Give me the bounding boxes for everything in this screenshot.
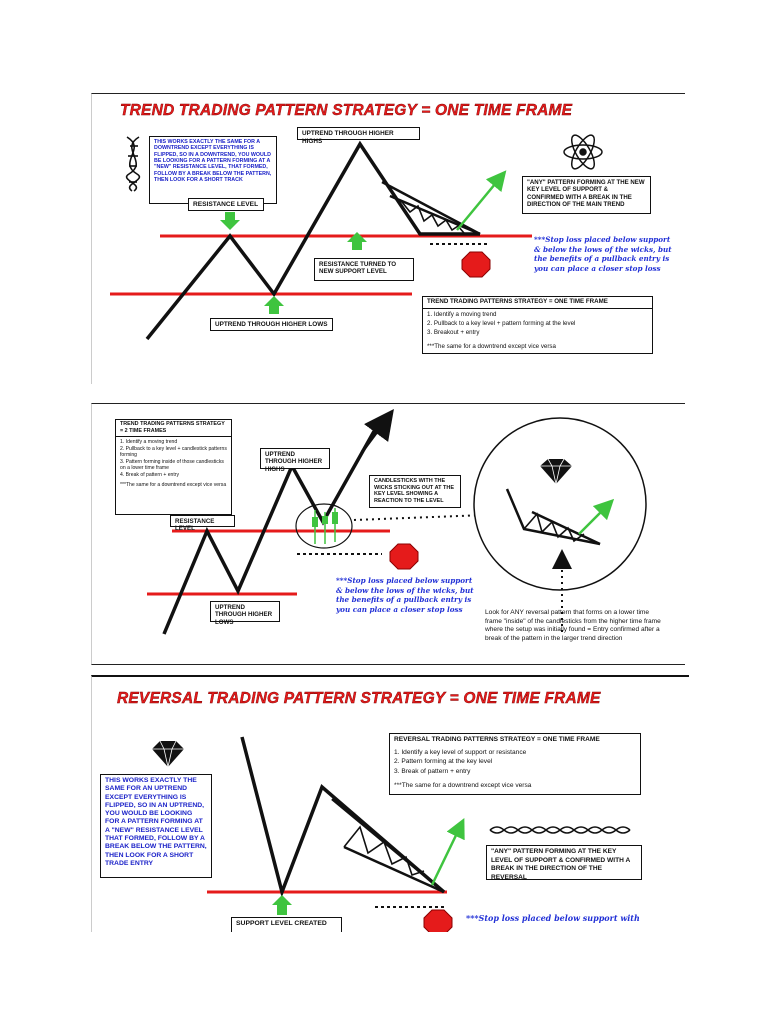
uptrend-higher-lows-label: UPTREND THROUGH HIGHER LOWS <box>210 318 333 331</box>
lower-timeframe-circle <box>473 417 647 591</box>
stop-sign-icon <box>461 251 491 278</box>
panel2-steps-note: ***The same for a downtrend except vice … <box>120 481 227 488</box>
panel1-step-3: 3. Breakout + entry <box>427 328 480 336</box>
panel2-step-4: 4. Break of pattern + entry <box>120 472 180 479</box>
panel2-step-3: 3. Pattern forming inside of those candl… <box>120 458 224 472</box>
p2-uptrend-higher-highs-label: UPTREND THROUGH HIGHER HIGHS <box>260 448 330 473</box>
panel3-steps-note: ***The same for a downtrend except vice … <box>394 782 532 790</box>
candlesticks <box>312 508 338 544</box>
panel2-diagram <box>147 408 647 635</box>
wedge-pattern <box>381 180 481 236</box>
p2-wedge-pattern <box>505 488 601 546</box>
reversal-one-timeframe-panel: REVERSAL TRADING PATTERN STRATEGY = ONE … <box>91 675 689 932</box>
p3-diamond-icon <box>152 740 184 768</box>
p3-green-arrow <box>272 895 292 915</box>
dna-strand-icon <box>489 826 631 834</box>
panel1-step-2: 2. Pullback to a key level + pattern for… <box>427 319 576 327</box>
diamond-icon <box>540 458 572 485</box>
panel1-steps-note: ***The same for a downtrend except vice … <box>427 342 556 350</box>
panel3-step-2: 2. Pattern forming at the key level <box>394 758 493 766</box>
panel1-steps-box: TREND TRADING PATTERNS STRATEGY = ONE TI… <box>422 296 653 354</box>
p2-stop-loss-note: ***Stop loss placed below support & belo… <box>336 576 474 615</box>
p2-breakout-arrow <box>578 498 615 535</box>
panel1-downtrend-note: THIS WORKS EXACTLY THE SAME FOR A DOWNTR… <box>149 136 277 204</box>
any-pattern-label: "ANY" PATTERN FORMING AT THE NEW KEY LEV… <box>522 176 651 214</box>
dna-icon <box>125 136 141 192</box>
trend-one-timeframe-panel: TREND TRADING PATTERN STRATEGY = ONE TIM… <box>91 93 685 384</box>
panel3-steps-box: REVERSAL TRADING PATTERNS STRATEGY = ONE… <box>389 733 641 795</box>
uptrend-higher-highs-label: UPTREND THROUGH HIGHER HIGHS <box>297 127 420 145</box>
panel3-uptrend-note: THIS WORKS EXACTLY THE SAME FOR AN UPTRE… <box>100 774 212 878</box>
candles-zoom-circle <box>295 503 353 549</box>
panel1-diagram <box>110 134 641 348</box>
p2-resistance-level-label: RESISTANCE LEVEL <box>170 515 235 532</box>
panel1-steps-title: TREND TRADING PATTERNS STRATEGY = ONE TI… <box>423 297 652 309</box>
p3-price-path <box>240 736 446 898</box>
p3-stop-sign-icon <box>423 909 453 932</box>
p2-up-arrow <box>360 408 394 453</box>
panel2-step-2: 2. Pullback to a key level + candlestick… <box>120 445 227 459</box>
breakout-arrow <box>456 170 507 231</box>
p3-wedge-pattern <box>331 798 445 894</box>
p3-stop-loss-note: ***Stop loss placed below support with <box>466 913 640 923</box>
panel2-steps-title: TREND TRADING PATTERNS STRATEGY = 2 TIME… <box>116 420 231 438</box>
p3-breakout-arrow <box>430 817 465 886</box>
panel1-step-1: 1. Identify a moving trend <box>427 310 497 318</box>
panel3-title: REVERSAL TRADING PATTERN STRATEGY = ONE … <box>117 690 601 707</box>
support-level-created-label: SUPPORT LEVEL CREATED <box>231 917 342 932</box>
stop-loss-note: ***Stop loss placed below support & belo… <box>534 235 672 274</box>
panel3-step-3: 3. Break of pattern + entry <box>394 767 471 775</box>
panel1-title: TREND TRADING PATTERN STRATEGY = ONE TIM… <box>120 102 573 119</box>
p2-uptrend-higher-lows-label: UPTREND THROUGH HIGHER LOWS <box>210 601 280 626</box>
p2-candles-note: CANDLESTICKS WITH THE WICKS STICKING OUT… <box>369 475 461 508</box>
resistance-level-label: RESISTANCE LEVEL <box>188 198 264 211</box>
green-arrows <box>220 212 367 314</box>
p2-lower-timeframe-note: Look for ANY reversal pattern that forms… <box>485 609 661 642</box>
panel2-steps-box: TREND TRADING PATTERNS STRATEGY = 2 TIME… <box>115 419 232 515</box>
panel3-steps-title: REVERSAL TRADING PATTERNS STRATEGY = ONE… <box>394 736 600 743</box>
price-path <box>145 140 480 341</box>
atom-icon <box>563 134 603 170</box>
panel2-step-1: 1. Identify a moving trend <box>120 439 178 446</box>
trend-two-timeframes-panel: TREND TRADING PATTERNS STRATEGY = 2 TIME… <box>91 403 685 665</box>
p3-any-pattern-label: "ANY" PATTERN FORMING AT THE KEY LEVEL O… <box>486 845 642 881</box>
p2-stop-sign-icon <box>389 543 419 570</box>
panel3-step-1: 1. Identify a key level of support or re… <box>394 748 527 756</box>
p2-price-path <box>162 425 379 635</box>
resistance-turned-label: RESISTANCE TURNED TO NEW SUPPORT LEVEL <box>314 258 414 281</box>
p2-zoom-dotted <box>353 504 522 525</box>
